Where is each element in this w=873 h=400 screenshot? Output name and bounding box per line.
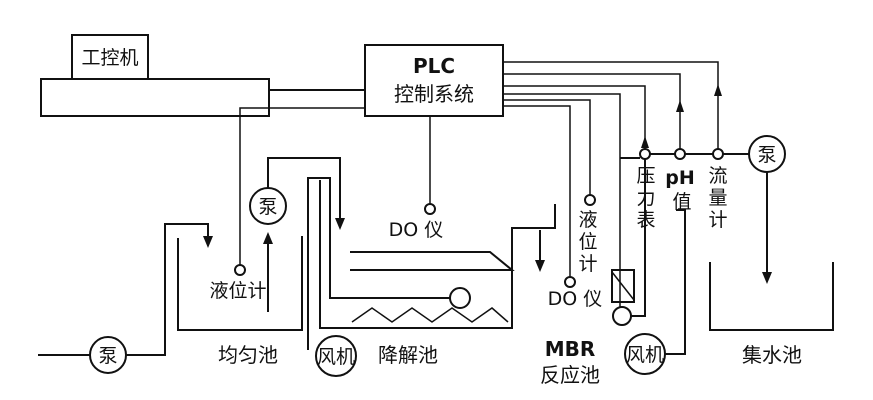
inlet-arrow	[203, 236, 213, 248]
flow-meter-node	[712, 148, 724, 160]
mbr-label-1: MBR	[545, 337, 596, 361]
ph-label-1: pH	[665, 167, 695, 189]
deg-settler	[350, 251, 515, 271]
signal-eq-level	[239, 107, 365, 266]
transfer-discharge	[267, 157, 341, 222]
equalization-tank: 液位计 均匀池	[177, 236, 303, 367]
signal-mbr-level	[503, 99, 591, 200]
transfer-line: 泵	[249, 157, 345, 312]
flow-label-3: 计	[708, 209, 727, 231]
signal-ph	[503, 73, 681, 154]
deg-tank-label: 降解池	[378, 343, 438, 367]
fan-1-icon	[315, 335, 357, 377]
signal-membrane	[503, 93, 621, 320]
transfer-arrow-down	[335, 218, 345, 230]
plc-control-system: PLC 控制系统	[364, 44, 504, 117]
pressure-label-2: 力	[636, 187, 655, 209]
pressure-label-3: 表	[636, 209, 655, 231]
degradation-tank: DO 仪 降解池	[319, 180, 556, 367]
eq-level-sensor	[234, 264, 246, 276]
ipc-base	[40, 78, 270, 117]
eq-tank-wall	[177, 236, 303, 331]
pressure-gauge-node	[639, 148, 651, 160]
signal-do-2	[503, 105, 571, 278]
pressure-label-1: 压	[636, 165, 655, 187]
mbr-level-sensor	[584, 194, 596, 206]
mbr-level-label-2: 位	[578, 231, 597, 253]
membrane-module	[611, 269, 635, 303]
mbr-tank: 液 位 计 DO 仪 MBR 反应池	[535, 158, 646, 387]
signal-flow	[503, 61, 719, 154]
fan-2-icon	[624, 333, 666, 375]
fan-1-air-pipe	[307, 177, 450, 350]
plc-label-1: PLC	[413, 54, 455, 78]
signal-lines	[239, 61, 722, 320]
effluent-arrow	[762, 272, 772, 284]
fan-2: 风机	[624, 209, 686, 375]
eq-level-label: 液位计	[209, 280, 266, 302]
plc-label-2: 控制系统	[394, 82, 474, 106]
ph-meter-node	[674, 148, 686, 160]
mbr-level-label-3: 计	[578, 253, 597, 275]
arrow-ph	[676, 100, 684, 112]
industrial-pc: 工控机	[40, 34, 270, 117]
mbr-level-label-1: 液	[578, 209, 597, 231]
inlet-pump-label: 泵	[98, 345, 117, 367]
collection-tank-label: 集水池	[742, 343, 802, 367]
fan-2-label: 风机	[626, 344, 664, 366]
fan-1-diffuser	[449, 287, 471, 309]
mbr-label-2: 反应池	[540, 363, 600, 387]
do-label-2: DO 仪	[548, 288, 603, 310]
mbr-inlet-arrow	[535, 260, 545, 272]
ph-label-2: 值	[672, 191, 691, 213]
fan-1-label: 风机	[317, 346, 355, 368]
fan-1: 风机	[307, 177, 471, 377]
do-label-1: DO 仪	[389, 219, 444, 241]
plc-box	[364, 44, 504, 117]
flow-label-2: 量	[708, 187, 727, 209]
fan-2-air-pipe	[664, 209, 686, 355]
do-sensor-2	[564, 276, 576, 288]
do-sensor-1	[424, 203, 436, 215]
eq-tank-label: 均匀池	[218, 343, 278, 367]
membrane-diagonal	[611, 271, 635, 301]
inlet-line: 泵	[38, 223, 213, 374]
transfer-pump-label: 泵	[258, 196, 277, 218]
deg-media	[351, 307, 509, 323]
arrow-pressure	[641, 136, 649, 148]
inlet-riser	[126, 223, 209, 356]
signal-pressure	[503, 85, 646, 154]
collection-tank: 集水池	[709, 262, 834, 367]
ipc-label: 工控机	[81, 47, 138, 69]
flow-label-1: 流	[708, 165, 727, 187]
effluent-pump-label: 泵	[757, 144, 776, 166]
deg-tank-wall	[319, 180, 556, 329]
effluent-line: 压 力 表 pH 值 流 量 计 泵	[620, 135, 786, 284]
arrow-flow	[714, 84, 722, 96]
mbr-diffuser	[612, 306, 632, 326]
collection-tank-wall	[709, 262, 834, 331]
transfer-arrow-up	[263, 232, 273, 244]
mbr-permeate	[631, 158, 646, 317]
